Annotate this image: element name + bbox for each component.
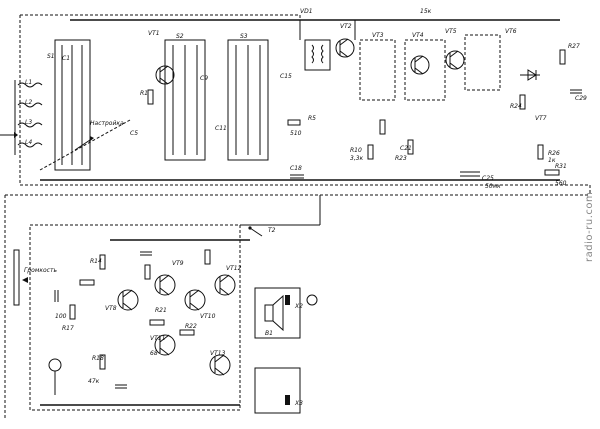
label-gromkost: Громкость xyxy=(24,267,57,274)
label-r10: R10 xyxy=(350,147,362,154)
label-x2: X2 xyxy=(294,303,303,310)
label-l1: L1 xyxy=(25,79,32,86)
label-val-510: 510 xyxy=(290,130,302,137)
transistor-vt9 xyxy=(154,274,176,296)
watermark: radio-ru.com xyxy=(584,191,595,262)
label-r17: R17 xyxy=(62,325,74,332)
label-b1: B1 xyxy=(265,330,273,337)
label-vt9: VT9 xyxy=(172,260,184,267)
input-coils xyxy=(14,80,43,155)
label-l4: L4 xyxy=(25,139,32,146)
label-r24: R24 xyxy=(510,103,522,110)
connector-x2 xyxy=(254,287,301,339)
label-vt10: VT10 xyxy=(200,313,216,320)
label-vt12: VT12 xyxy=(226,265,242,272)
volume-potentiometer xyxy=(13,249,28,306)
label-r22: R22 xyxy=(185,323,197,330)
antenna-input xyxy=(0,132,18,138)
labels: VD1 VT1 VT2 VT3 VT4 VT5 VT6 VT7 VT8 VT9 … xyxy=(24,8,587,407)
label-c25: C25 xyxy=(482,175,494,182)
label-r21: R21 xyxy=(155,307,167,314)
label-vt3: VT3 xyxy=(372,32,384,39)
label-val-47k: 47к xyxy=(88,378,100,385)
transistor-vt4 xyxy=(410,55,430,75)
label-c5: C5 xyxy=(130,130,138,137)
label-val-33k: 3,3к xyxy=(350,155,364,162)
receiver-resistors xyxy=(147,49,566,176)
label-c18: C18 xyxy=(290,165,302,172)
label-r23: R23 xyxy=(395,155,407,162)
if-stage-3 xyxy=(464,34,501,91)
band-switch-s3 xyxy=(227,39,269,161)
label-vt8: VT8 xyxy=(105,305,117,312)
detector-diode xyxy=(520,69,540,81)
receiver-capacitors xyxy=(290,89,582,179)
label-x3: X3 xyxy=(294,400,303,407)
transistor-vt11 xyxy=(154,334,176,356)
tuning-capacitor xyxy=(74,139,91,151)
label-r31: R31 xyxy=(555,163,567,170)
label-val-100: 100 xyxy=(55,313,67,320)
if-stage-2 xyxy=(404,39,446,101)
label-s3: S3 xyxy=(240,33,248,40)
connector-x3 xyxy=(254,367,301,414)
transistor-vt12 xyxy=(214,274,236,296)
label-c21: C21 xyxy=(400,145,412,152)
label-vd1: VD1 xyxy=(300,8,313,15)
transistor-vt8 xyxy=(117,289,139,311)
receiver-boundary-top xyxy=(20,14,301,35)
label-c29: C29 xyxy=(575,95,587,102)
label-s2: S2 xyxy=(176,33,184,40)
label-r26: R26 xyxy=(548,150,560,157)
amp-resistors xyxy=(69,249,211,370)
label-val-560: 560 xyxy=(555,180,567,187)
label-s1: S1 xyxy=(47,53,55,60)
label-val-15k: 15к xyxy=(420,8,432,15)
label-vt1: VT1 xyxy=(148,30,160,37)
label-t2: T2 xyxy=(268,227,276,234)
transistor-vt5 xyxy=(445,50,465,70)
label-r5: R5 xyxy=(308,115,316,122)
band-switch-s1 xyxy=(54,39,91,171)
label-vt4: VT4 xyxy=(412,32,424,39)
transistor-vt2 xyxy=(335,38,355,58)
output-switch-t2 xyxy=(248,226,263,237)
tuning-capacitor-arrow xyxy=(89,136,94,142)
label-vt11: VT11 xyxy=(150,335,165,342)
label-r14: R14 xyxy=(90,258,102,265)
tuning-gang-link xyxy=(39,119,131,171)
label-c11: C11 xyxy=(215,125,227,132)
label-r18: R18 xyxy=(92,355,104,362)
transistor-vt13 xyxy=(209,354,231,376)
label-vt6: VT6 xyxy=(505,28,517,35)
label-vt13: VT13 xyxy=(210,350,226,357)
label-nastroika: Настройка xyxy=(90,120,124,127)
label-r27: R27 xyxy=(568,43,580,50)
transistor-vt1 xyxy=(155,65,175,85)
label-val-68: 68 xyxy=(150,350,158,357)
label-val-50mk: 50мк xyxy=(485,183,501,190)
if-transformer xyxy=(304,39,331,71)
label-c1: C1 xyxy=(62,55,70,62)
label-c9: C9 xyxy=(200,75,208,82)
label-val-1k: 1к xyxy=(548,157,556,164)
amp-capacitors xyxy=(54,251,152,389)
band-switch-s2 xyxy=(164,39,206,161)
label-l2: L2 xyxy=(25,99,32,106)
label-vt5: VT5 xyxy=(445,28,457,35)
speaker-b1 xyxy=(264,294,284,332)
label-c15: C15 xyxy=(280,73,292,80)
receiver-boundary xyxy=(19,15,591,195)
label-l3: L3 xyxy=(25,119,32,126)
speaker-symbol xyxy=(306,294,318,306)
label-vt2: VT2 xyxy=(340,23,352,30)
label-vt7: VT7 xyxy=(535,115,547,122)
af-amplifier-board xyxy=(29,224,241,411)
label-r1: R1 xyxy=(140,90,148,97)
tone-switch xyxy=(48,358,62,395)
transistor-vt10 xyxy=(184,289,206,311)
if-stage-1 xyxy=(359,39,396,101)
